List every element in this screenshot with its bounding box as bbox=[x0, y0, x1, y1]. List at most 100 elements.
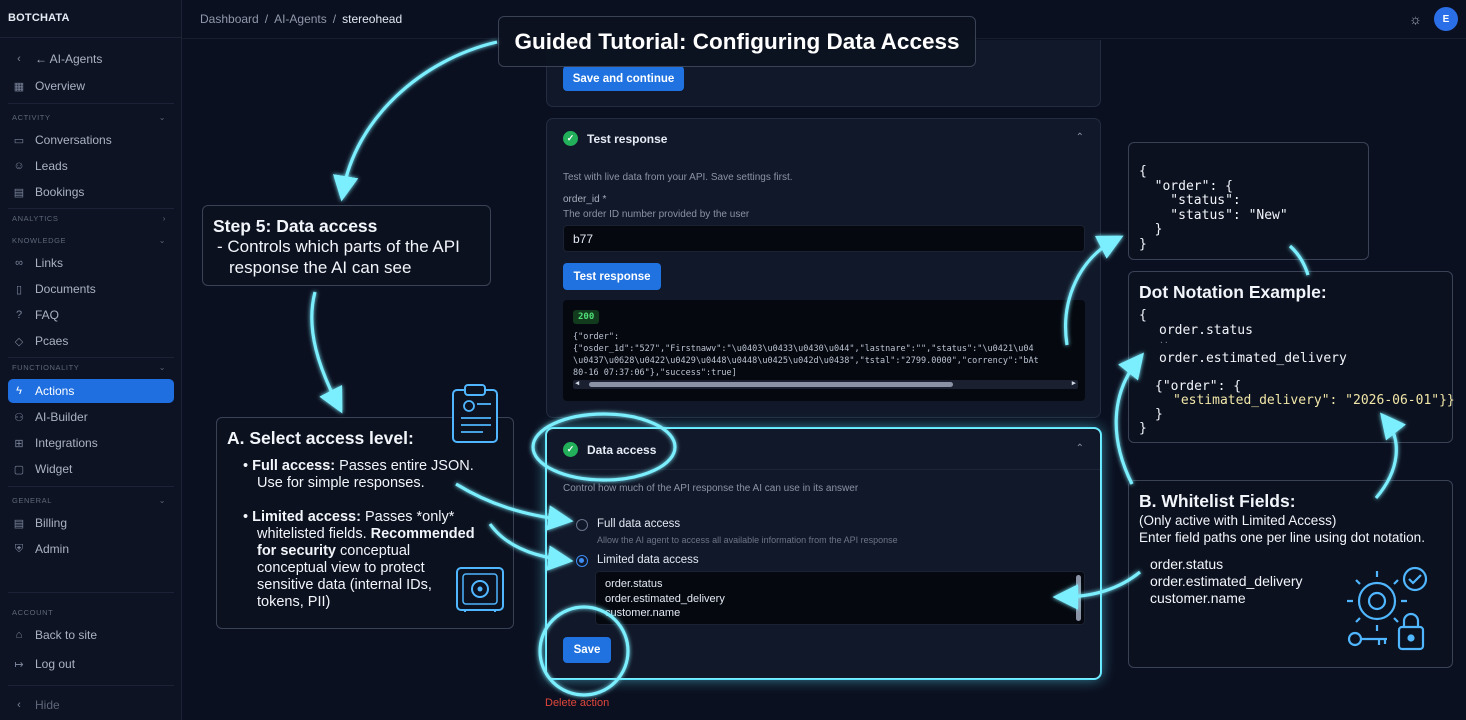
dot-line: order.estimated_delivery bbox=[1159, 351, 1347, 366]
back-to-agents-link[interactable]: ‹ ← AI-Agents bbox=[8, 47, 174, 71]
log-out-link[interactable]: ↦ Log out bbox=[8, 652, 174, 676]
full-access-radio[interactable] bbox=[576, 519, 588, 531]
arrow bbox=[1052, 570, 1142, 610]
scroll-right-icon[interactable]: ▶ bbox=[1071, 379, 1076, 387]
callout-b-field: order.status bbox=[1150, 556, 1224, 572]
test-response-header[interactable]: ✓ Test response bbox=[563, 131, 667, 146]
field-help: The order ID number provided by the user bbox=[563, 209, 750, 220]
nav-label: Links bbox=[35, 256, 64, 270]
divider bbox=[0, 37, 181, 38]
avatar[interactable]: E bbox=[1434, 7, 1458, 31]
section-label: ACTIVITY bbox=[12, 113, 51, 122]
arrow bbox=[1374, 412, 1406, 500]
dot-line: } bbox=[1155, 407, 1163, 422]
callout-a-text: Passes *only* bbox=[364, 509, 455, 525]
nav-label: Back to site bbox=[35, 628, 98, 642]
scrollbar-thumb[interactable] bbox=[589, 382, 953, 387]
chevron-down-icon: ⌄ bbox=[158, 363, 166, 372]
sidebar-item-actions[interactable]: ϟ Actions bbox=[8, 379, 174, 403]
limited-access-label[interactable]: Limited data access bbox=[597, 554, 699, 566]
nav-label: FAQ bbox=[35, 308, 60, 322]
section-activity[interactable]: ACTIVITY ⌄ bbox=[12, 113, 166, 122]
sidebar-item-links[interactable]: ∞ Links bbox=[8, 251, 174, 275]
sidebar-item-overview[interactable]: ▦ Overview bbox=[8, 74, 174, 98]
section-knowledge[interactable]: KNOWLEDGE ⌄ bbox=[12, 236, 166, 245]
sidebar-item-faq[interactable]: ? FAQ bbox=[8, 303, 174, 327]
sidebar-item-widget[interactable]: ▢ Widget bbox=[8, 457, 174, 481]
callout-b-field: order.estimated_delivery bbox=[1150, 573, 1303, 589]
response-line: {"order": bbox=[573, 332, 620, 342]
section-general[interactable]: GENERAL ⌄ bbox=[12, 496, 166, 505]
section-analytics[interactable]: ANALYTICS › bbox=[12, 214, 166, 223]
delete-action-link[interactable]: Delete action bbox=[545, 697, 610, 709]
full-access-label[interactable]: Full data access bbox=[597, 518, 681, 530]
callout-b-field: customer.name bbox=[1150, 590, 1246, 606]
data-access-header[interactable]: ✓ Data access bbox=[563, 442, 656, 457]
shield-icon: ⛨ bbox=[14, 542, 24, 555]
check-icon: ✓ bbox=[563, 442, 578, 457]
chevron-up-icon[interactable]: ⌃ bbox=[1075, 132, 1084, 143]
dot-line: "estimated_delivery": "2026-06-01"}} bbox=[1173, 393, 1455, 408]
whitelist-fields-textarea[interactable]: order.status order.estimated_delivery cu… bbox=[595, 571, 1085, 625]
arrow bbox=[1064, 235, 1124, 346]
test-response-card: ✓ Test response ⌃ Test with live data fr… bbox=[546, 118, 1101, 418]
section-functionality[interactable]: FUNCTIONALITY ⌄ bbox=[12, 363, 166, 372]
breadcrumb-ai-agents[interactable]: AI-Agents bbox=[274, 12, 327, 26]
sidebar-item-billing[interactable]: ▤ Billing bbox=[8, 511, 174, 535]
horizontal-scrollbar[interactable]: ◀ ▶ bbox=[573, 379, 1078, 389]
save-and-continue-button[interactable]: Save and continue bbox=[563, 66, 684, 91]
divider bbox=[8, 103, 174, 104]
divider bbox=[8, 592, 174, 593]
back-to-site-link[interactable]: ⌂ Back to site bbox=[8, 623, 174, 647]
sidebar-item-ai-builder[interactable]: ⚇ AI-Builder bbox=[8, 405, 174, 429]
arrow bbox=[310, 291, 343, 414]
nav-label: Integrations bbox=[35, 436, 98, 450]
arrow bbox=[333, 40, 498, 202]
chevron-up-icon[interactable]: ⌃ bbox=[1075, 443, 1084, 454]
arrow bbox=[1288, 244, 1310, 276]
chat-icon: ▭ bbox=[13, 134, 25, 147]
hide-sidebar-button[interactable]: ‹ Hide bbox=[8, 693, 174, 717]
sidebar-item-conversations[interactable]: ▭ Conversations bbox=[8, 128, 174, 152]
arrow bbox=[488, 523, 574, 571]
limited-access-radio[interactable] bbox=[576, 555, 588, 567]
sidebar-item-documents[interactable]: ▯ Documents bbox=[8, 277, 174, 301]
chevron-down-icon: ⌄ bbox=[158, 113, 166, 122]
nav-label: Hide bbox=[35, 698, 60, 712]
order-id-input[interactable]: b77 bbox=[563, 225, 1085, 252]
sidebar-item-pages[interactable]: ◇ Pcaes bbox=[8, 329, 174, 353]
logout-icon: ↦ bbox=[14, 658, 24, 671]
sidebar-item-admin[interactable]: ⛨ Admin bbox=[8, 537, 174, 561]
textarea-scrollbar[interactable] bbox=[1076, 575, 1081, 621]
save-button[interactable]: Save bbox=[563, 637, 611, 663]
callout-b-title: B. Whitelist Fields: bbox=[1139, 491, 1296, 511]
chevron-right-icon: › bbox=[162, 214, 166, 223]
callout-a-bold: Full access: bbox=[252, 458, 336, 474]
callout-a-line: Use for simple responses. bbox=[257, 475, 425, 491]
data-access-description: Control how much of the API response the… bbox=[563, 483, 859, 494]
callout-a-line: whitelisted fields. Recommended bbox=[257, 526, 475, 542]
sidebar-item-leads[interactable]: ☺ Leads bbox=[8, 154, 174, 178]
field-line: customer.name bbox=[605, 607, 681, 619]
sidebar-item-bookings[interactable]: ▤ Bookings bbox=[8, 180, 174, 204]
nav-label: Documents bbox=[35, 282, 96, 296]
callout-a-title: A. Select access level: bbox=[227, 428, 414, 448]
nav-label: Log out bbox=[35, 657, 76, 671]
arrow bbox=[1114, 352, 1144, 485]
billing-icon: ▤ bbox=[13, 517, 25, 530]
section-label: GENERAL bbox=[12, 496, 53, 505]
grid-icon: ▦ bbox=[13, 80, 25, 93]
breadcrumb-dashboard[interactable]: Dashboard bbox=[200, 12, 259, 26]
brand-logo[interactable]: BOTCHATA bbox=[8, 12, 70, 24]
test-response-button[interactable]: Test response bbox=[563, 263, 661, 290]
nav-label: Widget bbox=[35, 462, 73, 476]
section-label: ACCOUNT bbox=[12, 608, 54, 617]
section-label: ANALYTICS bbox=[12, 214, 59, 223]
callout-b-sub: (Only active with Limited Access) bbox=[1139, 513, 1337, 528]
json-example-callout: { "order": { "status": "status": "New" }… bbox=[1128, 142, 1369, 260]
theme-toggle-sun-icon[interactable]: ☼ bbox=[1409, 11, 1422, 27]
callout-a-bold: for security bbox=[257, 543, 336, 559]
scroll-left-icon[interactable]: ◀ bbox=[575, 379, 580, 387]
sidebar-item-integrations[interactable]: ⊞ Integrations bbox=[8, 431, 174, 455]
callout-a-text: whitelisted fields. bbox=[257, 526, 367, 542]
